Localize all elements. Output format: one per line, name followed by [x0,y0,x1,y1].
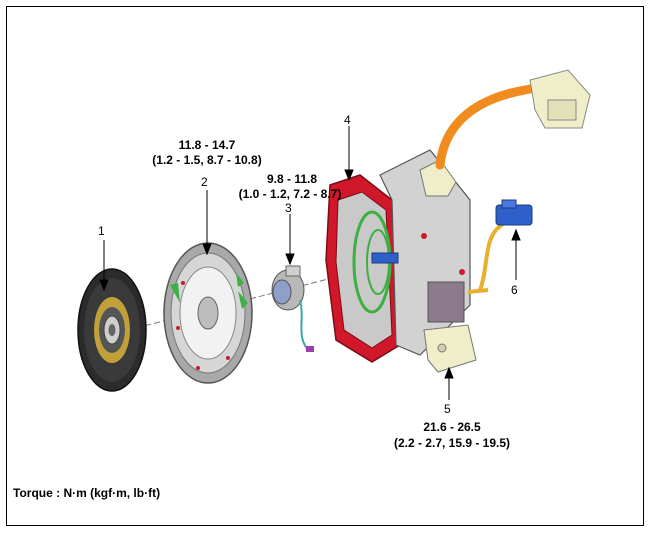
release-bearing [271,265,314,352]
torque-nm-5: 21.6 - 26.5 [423,420,481,434]
orange-hose [435,82,545,170]
callout-number-5: 5 [444,402,451,416]
callout-number-4: 4 [344,113,351,127]
clutch-reservoir [467,199,533,294]
leader-lines [99,126,521,400]
callout-number-3: 3 [285,201,292,215]
hose-connector [529,69,591,129]
torque-units-legend: Torque : N·m (kgf·m, lb·ft) [13,486,161,500]
torque-nm-2: 11.8 - 14.7 [178,138,236,152]
mount-bracket [423,281,477,373]
clutch-disc [77,268,147,392]
torque-alt-3: (1.0 - 1.2, 7.2 - 8.7) [238,187,342,201]
clutch-cover [163,242,253,384]
torque-alt-5: (2.2 - 2.7, 15.9 - 19.5) [393,436,511,450]
torque-alt-2: (1.2 - 1.5, 8.7 - 10.8) [152,153,262,167]
callout-number-1: 1 [98,224,105,238]
torque-nm-3: 9.8 - 11.8 [266,172,318,186]
callout-number-2: 2 [201,175,208,189]
callout-number-6: 6 [511,283,518,297]
diagram-frame [6,6,644,526]
